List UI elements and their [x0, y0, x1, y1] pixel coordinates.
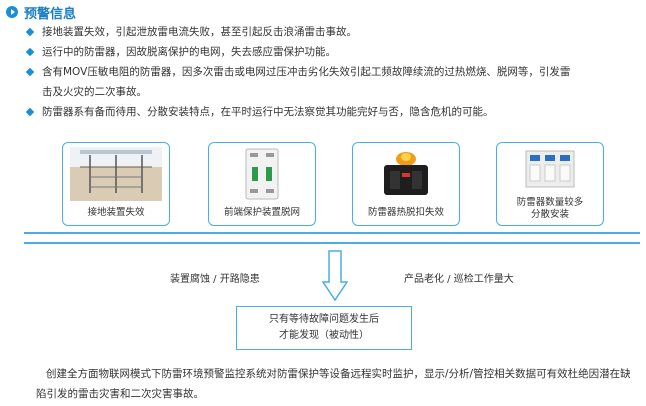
section-header: 预警信息: [6, 3, 77, 22]
card-label-line: 防雷器数量较多: [516, 197, 584, 208]
burning-protector-icon: [357, 147, 455, 201]
list-item: 运行中的防雷器，因故脱离保护的电网，失去感应雷保护功能。: [25, 42, 636, 62]
warning-list: 接地装置失效，引起泄放雷电流失败，甚至引起反击浪涌雷击事故。 运行中的防雷器，因…: [25, 22, 636, 122]
list-item: 防雷器系有备而待用、分散安装特点，在平时运行中无法察觉其功能完好与否，隐含危机的…: [25, 102, 636, 122]
list-item: 接地装置失效，引起泄放雷电流失败，甚至引起反击浪涌雷击事故。: [25, 22, 636, 42]
divider-line: [24, 242, 640, 244]
card-label: 防雷器热脱扣失效: [353, 207, 459, 219]
list-item: 含有MOV压敏电阻的防雷器，因多次雷击或电网过压冲击劣化失效引起工频故障续流的过…: [25, 62, 636, 102]
divider-line: [24, 232, 640, 234]
card-label-line: 分散安装: [530, 209, 569, 220]
card-label-line: 前端保护装置脱网: [223, 207, 300, 218]
flow-right-text: 产品老化 / 巡检工作量大: [404, 274, 514, 285]
card-label-line: 防雷器热脱扣失效: [367, 207, 444, 218]
result-box: 只有等待故障问题发生后 才能发现（被动性）: [236, 306, 412, 350]
bullet-text: 接地装置失效，引起泄放雷电流失败，甚至引起反击浪涌雷击事故。: [42, 26, 357, 38]
card-label: 前端保护装置脱网: [209, 207, 315, 219]
card-label: 防雷器数量较多 分散安装: [497, 197, 603, 221]
card-grounding: 接地装置失效: [62, 142, 170, 226]
down-arrow-icon: [321, 250, 349, 302]
bullet-text: 防雷器系有备而待用、分散安装特点，在平时运行中无法察觉其功能完好与否，隐含危机的…: [42, 106, 494, 118]
arrow-circle-icon: [6, 6, 18, 18]
bullet-diamond-icon: [25, 27, 35, 37]
section-title: 预警信息: [24, 6, 77, 22]
issue-cards: 接地装置失效 前端保护装置脱网: [62, 142, 610, 228]
bullet-diamond-icon: [25, 47, 35, 57]
bullet-text-continued: 击及火灾的二次事故。: [42, 86, 147, 98]
result-line: 才能发现（被动性）: [279, 330, 369, 341]
bullet-diamond-icon: [25, 107, 35, 117]
card-label: 接地装置失效: [63, 207, 169, 219]
grounding-diagram-icon: [67, 147, 165, 201]
card-thermal: 防雷器热脱扣失效: [352, 142, 460, 226]
circuit-breaker-icon: [213, 147, 311, 201]
card-distributed: 防雷器数量较多 分散安装: [496, 142, 604, 226]
result-line: 只有等待故障问题发生后: [269, 314, 379, 325]
surge-protector-icon: [501, 147, 599, 191]
card-label-line: 接地装置失效: [87, 207, 145, 218]
bullet-diamond-icon: [25, 67, 35, 77]
card-breaker: 前端保护装置脱网: [208, 142, 316, 226]
flow-left-text: 装置腐蚀 / 开路隐患: [170, 274, 260, 285]
bullet-text: 运行中的防雷器，因故脱离保护的电网，失去感应雷保护功能。: [42, 46, 336, 58]
bullet-text: 含有MOV压敏电阻的防雷器，因多次雷击或电网过压冲击劣化失效引起工频故障续流的过…: [42, 66, 571, 78]
summary-text: 创建全方面物联网模式下防雷环境预警监控系统对防雷保护等设备远程实时监护，显示/分…: [36, 368, 631, 400]
